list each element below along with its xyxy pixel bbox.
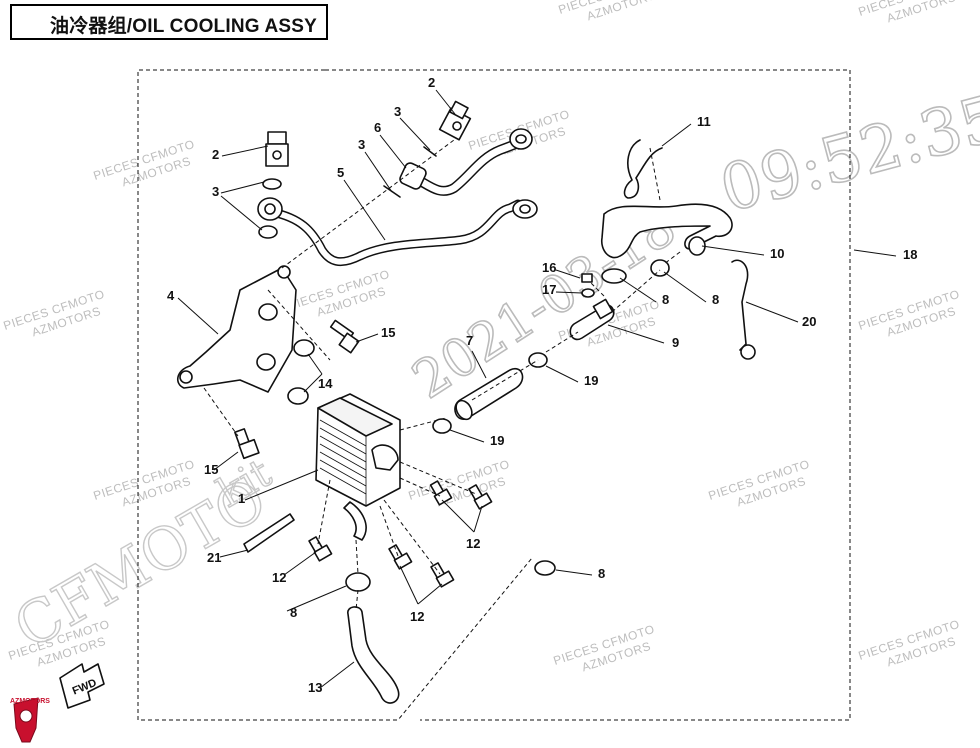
callout-c8b: 8 xyxy=(712,292,719,307)
o-ring-17 xyxy=(581,288,595,298)
banjo-bolt-left xyxy=(265,131,289,167)
bolt-12-d xyxy=(388,544,413,570)
callout-c6: 6 xyxy=(374,120,381,135)
callouts: 2 2 3 3 3 4 5 6 7 8 8 8 8 9 10 11 12 12 12 13 14 15 15 16 17 18 19… xyxy=(167,75,917,695)
callout-c7: 7 xyxy=(466,333,473,348)
bolt-12-a xyxy=(429,480,453,506)
leader-lines xyxy=(177,89,897,689)
callout-c21: 21 xyxy=(207,550,221,565)
callout-c2b: 2 xyxy=(212,147,219,162)
callout-c16: 16 xyxy=(542,260,556,275)
callout-c8d: 8 xyxy=(290,605,297,620)
banjo-bolt-top xyxy=(438,100,472,141)
callout-c8c: 8 xyxy=(598,566,605,581)
callout-c19a: 19 xyxy=(584,373,598,388)
callout-c1: 1 xyxy=(238,491,245,506)
logo-label: AZMOTORS xyxy=(10,698,50,705)
wire-clip-20 xyxy=(731,259,756,360)
banjo-fitting-left xyxy=(257,197,283,221)
title-box: 油冷器组/OIL COOLING ASSY xyxy=(10,4,328,40)
bolt-15-upper xyxy=(329,319,360,354)
callout-c20: 20 xyxy=(802,314,816,329)
hose-7 xyxy=(454,367,524,421)
bolt-12-c xyxy=(308,536,333,562)
callout-c3b: 3 xyxy=(358,137,365,152)
oil-cooler-1 xyxy=(315,393,401,541)
callout-c15a: 15 xyxy=(381,325,395,340)
o-rings-14 xyxy=(287,339,315,405)
washers-3 xyxy=(258,146,437,239)
clamp-8-right xyxy=(534,560,556,576)
callout-c12b: 12 xyxy=(272,570,286,585)
hose-10 xyxy=(600,203,733,259)
azmotors-logo: AZMOTORS xyxy=(10,697,50,743)
callout-c3c: 3 xyxy=(212,184,219,199)
t-fitting-9 xyxy=(569,298,615,341)
strap-21 xyxy=(243,513,295,553)
oil-pipe-6 xyxy=(399,128,533,196)
bracket-4 xyxy=(177,265,297,393)
callout-c4: 4 xyxy=(167,288,175,303)
callout-c12a: 12 xyxy=(466,536,480,551)
callout-c5: 5 xyxy=(337,165,344,180)
page-title: 油冷器组/OIL COOLING ASSY xyxy=(50,16,318,37)
bolt-15-lower xyxy=(234,428,260,460)
callout-c17: 17 xyxy=(542,282,556,297)
callout-c12c: 12 xyxy=(410,609,424,624)
callout-c14: 14 xyxy=(318,376,333,391)
callout-c3a: 3 xyxy=(394,104,401,119)
clamp-8-upper-a xyxy=(601,268,627,284)
callout-c8a: 8 xyxy=(662,292,669,307)
oil-pipe-5 xyxy=(267,199,538,267)
bolt-12-e xyxy=(430,562,455,588)
callout-c13: 13 xyxy=(308,680,322,695)
guide-lines xyxy=(203,139,681,611)
bolt-12-b xyxy=(468,484,493,510)
callout-c19b: 19 xyxy=(490,433,504,448)
fwd-arrow: FWD xyxy=(59,663,105,709)
watermark-timestamp: 09:52:35 xyxy=(713,82,980,228)
callout-c2a: 2 xyxy=(428,75,435,90)
assembly-boundary xyxy=(137,69,851,721)
hose-13 xyxy=(347,606,400,704)
clamp-8-lower xyxy=(345,572,371,592)
clip-11 xyxy=(623,139,663,199)
callout-c15b: 15 xyxy=(204,462,218,477)
screw-16 xyxy=(581,273,593,283)
callout-c10: 10 xyxy=(770,246,784,261)
watermark-layer: PIECES CFMOTO AZMOTORS PIECES CFMOTO AZM… xyxy=(2,0,980,674)
callout-c11: 11 xyxy=(697,114,711,129)
callout-c9: 9 xyxy=(672,335,679,350)
callout-c18: 18 xyxy=(903,247,917,262)
